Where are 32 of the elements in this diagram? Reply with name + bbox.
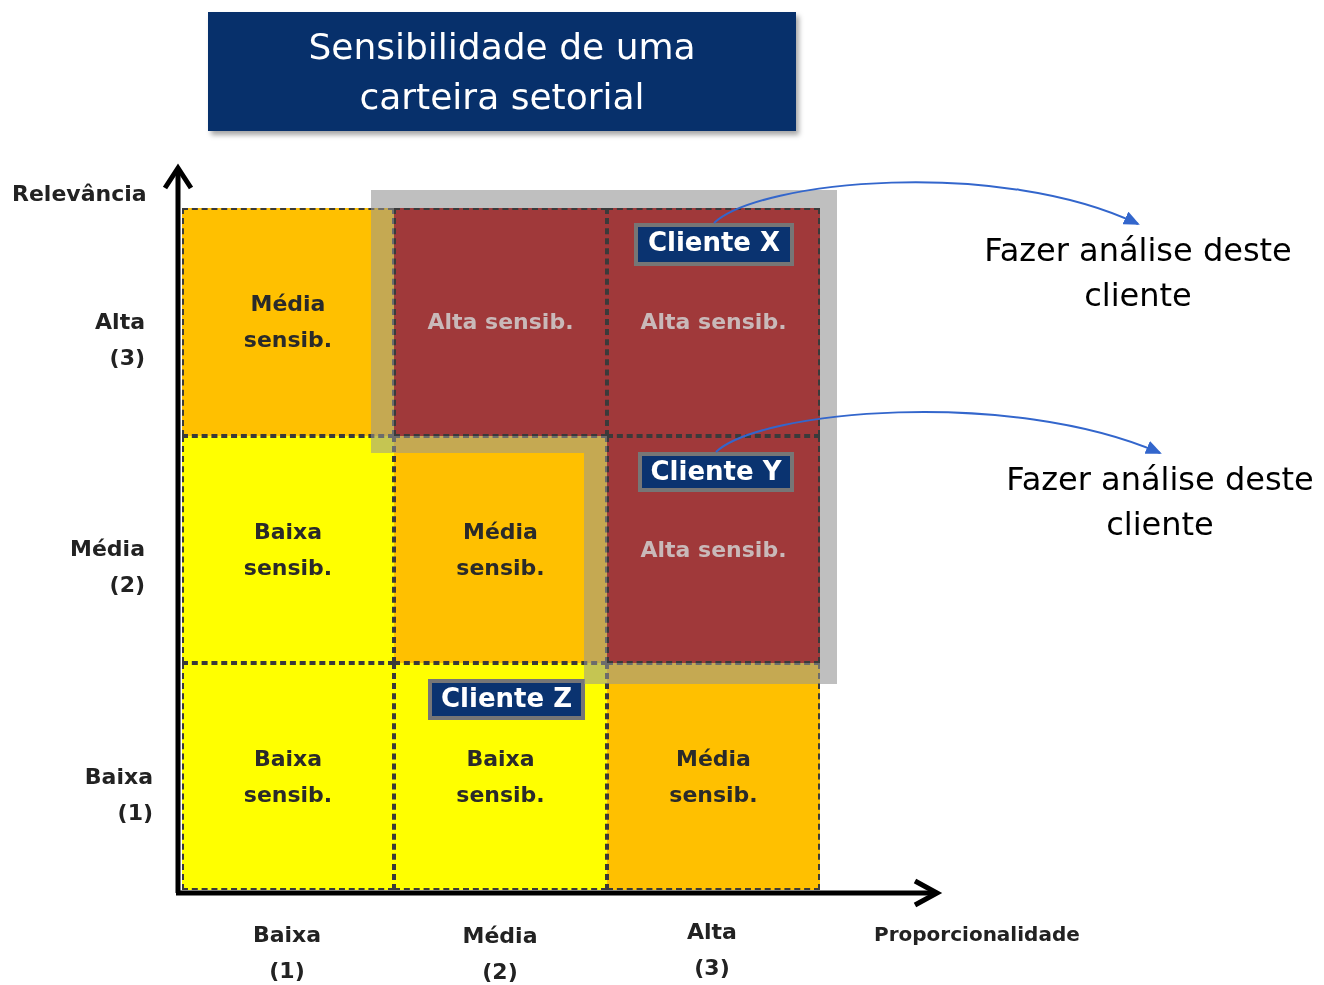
axis-label: Proporcionalidade [874, 921, 1081, 948]
sensitivity-label: Média sensib. [242, 290, 334, 354]
sensitivity-label: Baixa sensib. [455, 744, 546, 809]
client-tag: Cliente Y [638, 452, 794, 492]
matrix-cell [607, 208, 820, 436]
client-tag: Cliente Z [428, 679, 585, 720]
matrix-cell [607, 663, 820, 890]
matrix-cell [394, 663, 607, 890]
matrix-cell [182, 436, 394, 663]
note-text: Fazer análise deste cliente [980, 457, 1324, 547]
sensitivity-label: Alta sensib. [639, 535, 788, 564]
axis-label: Relevância [12, 180, 148, 208]
note-text: Fazer análise deste cliente [958, 228, 1318, 318]
matrix-cell [607, 436, 820, 663]
axis-label: Baixa (1) [84, 763, 153, 827]
title-banner: Sensibilidade de uma carteira setorial [208, 12, 796, 131]
sensitivity-label: Média sensib. [455, 517, 546, 582]
axis-label: Alta (3) [687, 918, 737, 982]
sensitivity-label: Média sensib. [668, 744, 759, 809]
axis-label: Média (2) [462, 922, 538, 985]
axis-label: Alta (3) [95, 308, 145, 372]
matrix-cell [182, 208, 394, 436]
axis-label: Média (2) [70, 535, 145, 599]
sensitivity-label: Alta sensib. [426, 308, 575, 336]
sensitivity-label: Alta sensib. [639, 308, 788, 336]
sensitivity-label: Baixa sensib. [242, 517, 334, 582]
matrix-cell [394, 208, 607, 436]
matrix-cell [182, 663, 394, 890]
sensitivity-label: Baixa sensib. [242, 744, 334, 809]
matrix-cell [394, 436, 607, 663]
axis-label: Baixa (1) [252, 921, 322, 985]
client-tag: Cliente X [634, 223, 794, 266]
